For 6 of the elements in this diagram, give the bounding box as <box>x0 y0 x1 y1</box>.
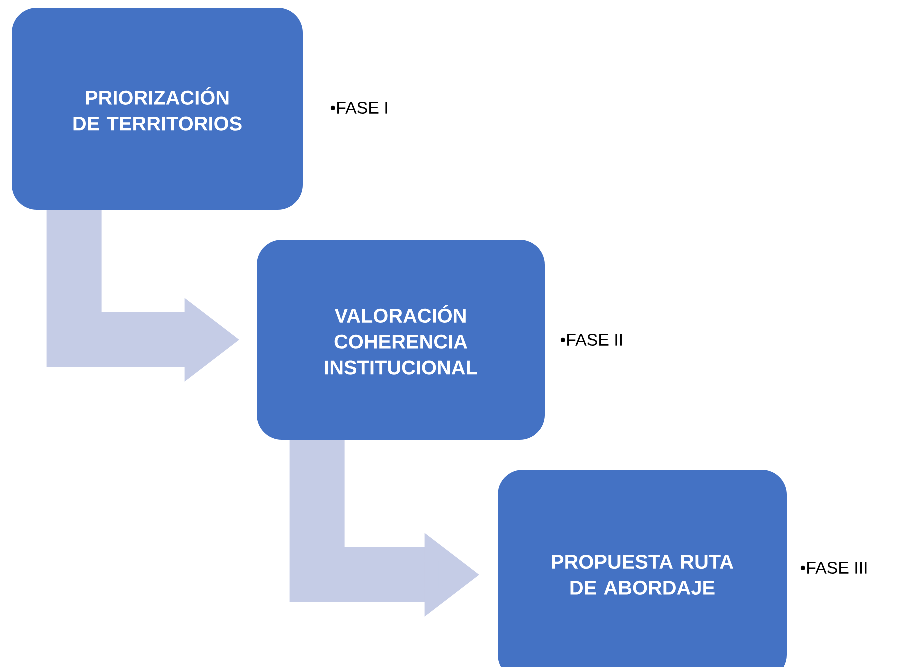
phase-label: •FASE II <box>560 334 622 346</box>
phase-label: •FASE III <box>800 562 867 574</box>
process-box: PROPUESTA RUTA DE ABORDAJE <box>498 470 788 667</box>
process-box: VALORACIÓN COHERENCIA INSTITUCIONAL <box>257 240 545 440</box>
phase-label: •FASE I <box>330 102 388 114</box>
process-box: PRIORIZACIÓN DE TERRITORIOS <box>12 8 303 210</box>
